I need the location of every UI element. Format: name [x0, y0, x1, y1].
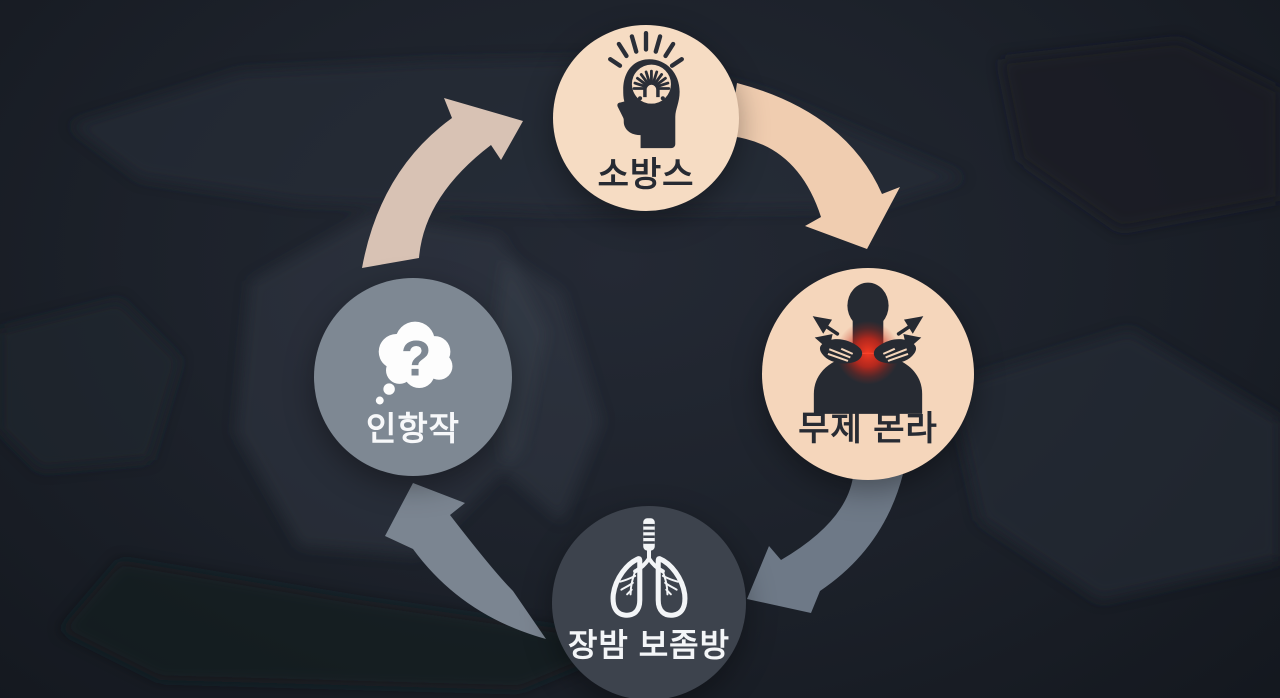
- thought-trail-bubble: [375, 396, 384, 405]
- pain-glow: [836, 320, 900, 385]
- node-right-label: 무제 몬라: [798, 410, 938, 448]
- background-landmass: [60, 560, 640, 690]
- idea-head-icon: [608, 31, 684, 149]
- node-left-label: 인항작: [365, 410, 461, 447]
- background-landmass: [490, 255, 602, 522]
- node-left-circle: ? 인항작: [314, 278, 512, 476]
- lungs-icon: [610, 518, 688, 618]
- node-right-circle: 무제 몬라: [762, 268, 974, 480]
- neck-pain-icon: [812, 282, 924, 414]
- background-landmass: [950, 330, 1280, 600]
- arrow-top-to-right: [729, 83, 900, 249]
- arrow-right-to-bottom: [747, 474, 903, 613]
- question-mark-glyph: ?: [401, 331, 431, 387]
- node-bottom-label: 장밤 보좀방: [567, 627, 731, 663]
- background-landmass: [0, 300, 180, 470]
- node-bottom-circle: 장밤 보좀방: [552, 506, 746, 698]
- background-landmass: [1000, 40, 1280, 230]
- arrow-left-to-top: [362, 98, 523, 268]
- node-top-circle: 소방스: [553, 25, 739, 211]
- thought-trail-bubble: [383, 383, 395, 395]
- thought-question-icon: ?: [375, 321, 453, 405]
- node-top-label: 소방스: [597, 156, 695, 194]
- arrow-bottom-to-left: [385, 483, 546, 639]
